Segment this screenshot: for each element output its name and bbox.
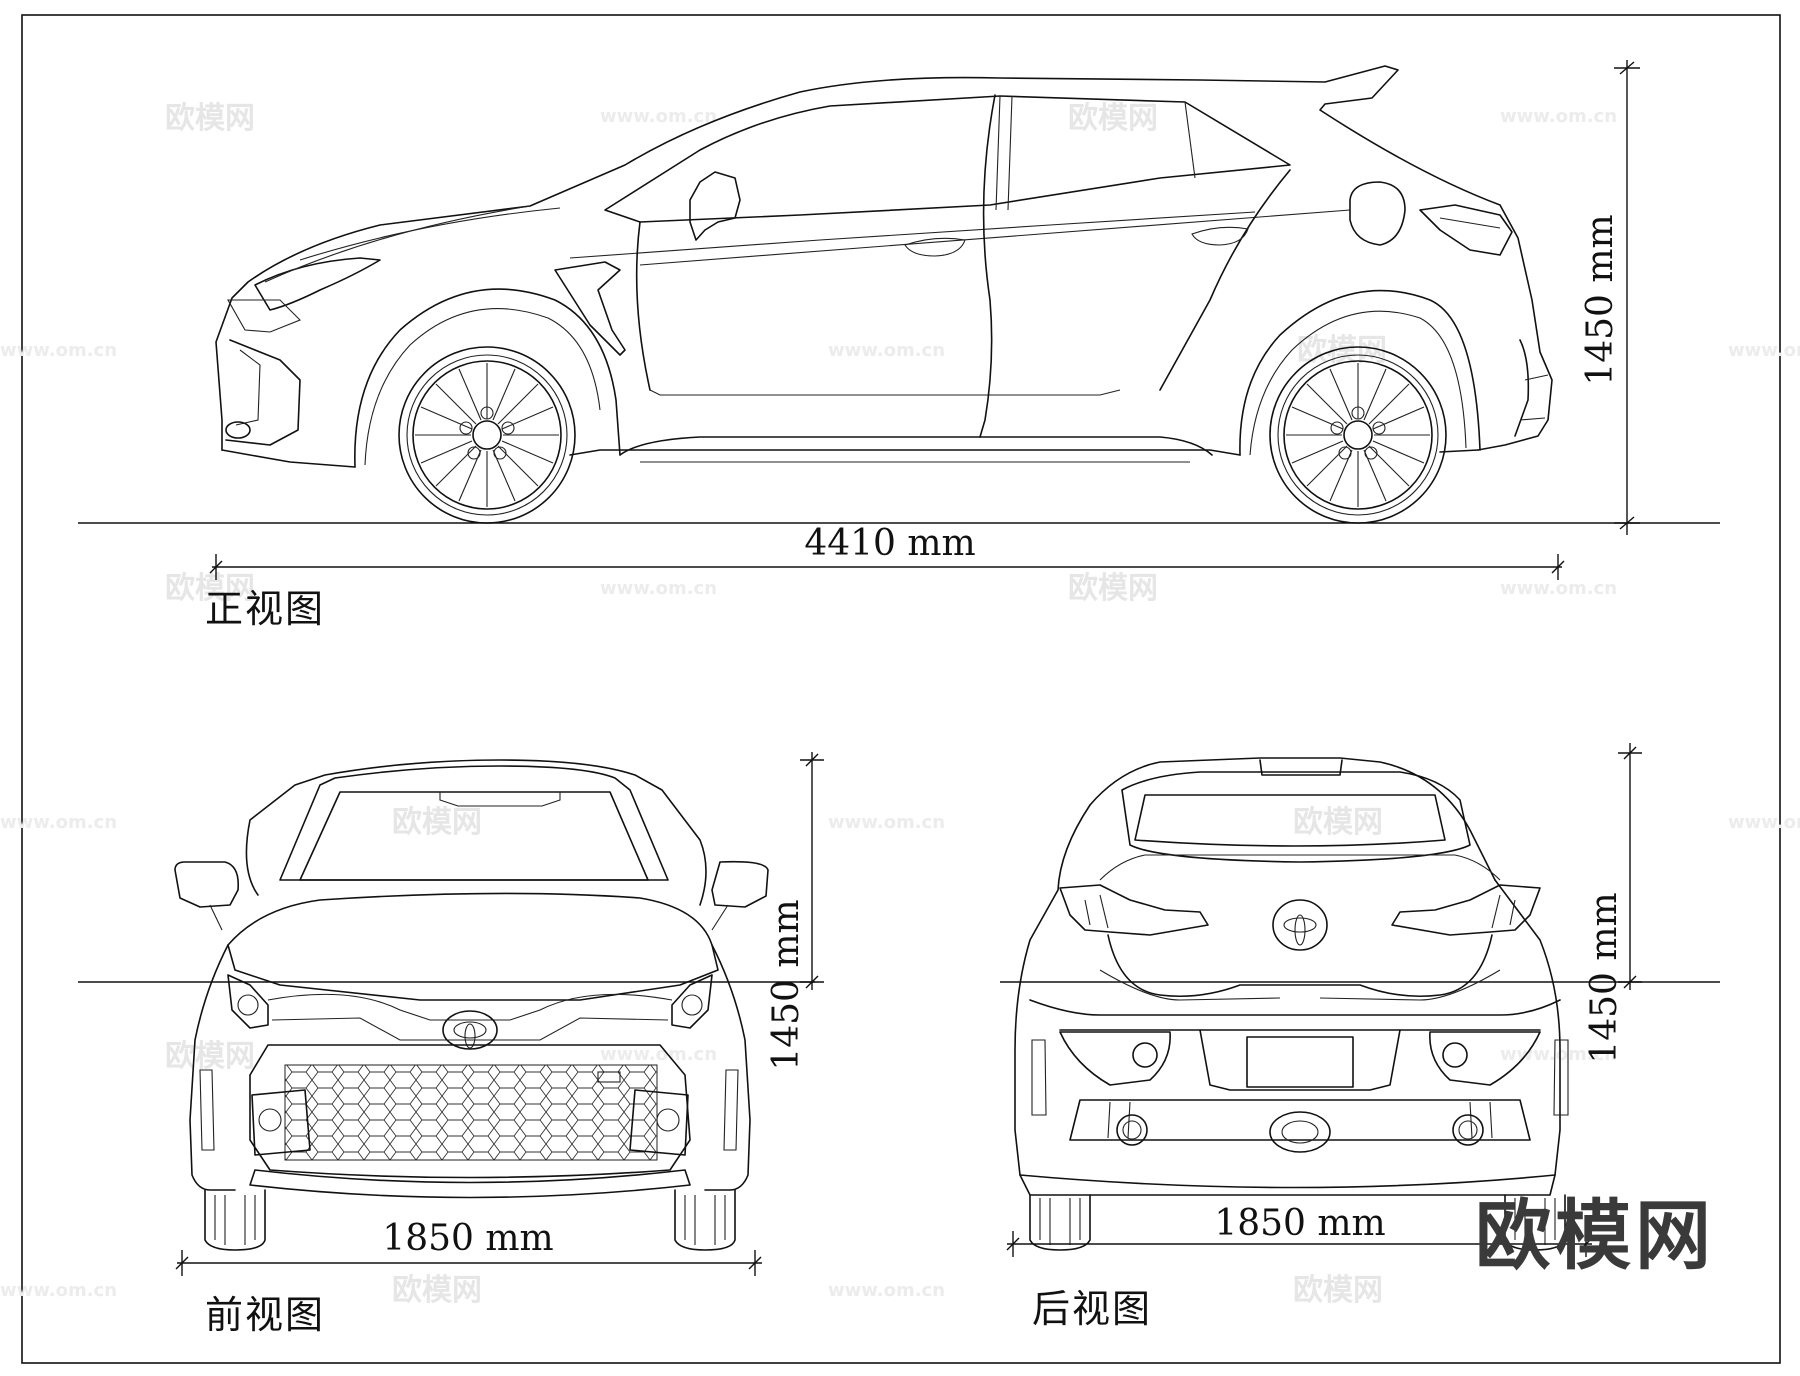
front-height-dimension: 1450 mm — [766, 752, 824, 1071]
svg-text:www.om.cn: www.om.cn — [828, 1280, 945, 1301]
front-width-dimension: 1850 mm — [175, 1218, 762, 1276]
side-view-label: 正视图 — [205, 587, 325, 631]
side-height-label: 1450 mm — [1580, 214, 1621, 385]
svg-text:欧模网: 欧模网 — [1293, 805, 1383, 840]
sheet-border — [21, 14, 1781, 1364]
svg-text:www.om.cn: www.om.cn — [0, 1280, 117, 1301]
svg-text:www.om.cn: www.om.cn — [1728, 812, 1800, 833]
side-front-wheel — [398, 346, 576, 524]
watermark-layer: 欧模网 欧模网 欧模网 欧模网 欧模网 欧模网 欧模网 欧模网 欧模网 欧模网 … — [0, 101, 1800, 1308]
rear-view-label: 后视图 — [1032, 1287, 1152, 1331]
front-car-body — [174, 759, 769, 1251]
rear-width-dimension: 1850 mm — [1006, 1203, 1593, 1257]
svg-text:欧模网: 欧模网 — [392, 1273, 482, 1308]
front-height-label: 1450 mm — [766, 899, 807, 1070]
side-height-dimension: 1450 mm — [1580, 60, 1640, 535]
svg-text:www.om.cn: www.om.cn — [600, 1044, 717, 1065]
svg-text:www.om.cn: www.om.cn — [1728, 340, 1800, 361]
side-car-body — [215, 65, 1553, 468]
svg-text:www.om.cn: www.om.cn — [0, 340, 117, 361]
rear-height-dimension: 1450 mm — [1584, 743, 1642, 1064]
svg-text:欧模网: 欧模网 — [165, 101, 255, 136]
front-view: 1450 mm 1850 mm 前视图 — [78, 752, 824, 1337]
rear-width-label: 1850 mm — [1214, 1203, 1385, 1244]
side-length-dimension: 4410 mm — [209, 523, 1565, 580]
front-view-label: 前视图 — [205, 1293, 325, 1337]
rear-height-label: 1450 mm — [1584, 892, 1625, 1063]
rear-view: 1450 mm 1850 mm 后视图 — [1000, 743, 1720, 1331]
front-width-label: 1850 mm — [382, 1218, 553, 1259]
svg-text:www.om.cn: www.om.cn — [1500, 578, 1617, 599]
svg-text:www.om.cn: www.om.cn — [0, 812, 117, 833]
corner-brand-logo: 欧模网 — [1475, 1191, 1715, 1280]
svg-text:欧模网: 欧模网 — [1068, 101, 1158, 136]
side-length-label: 4410 mm — [804, 523, 975, 564]
side-rear-wheel — [1269, 346, 1447, 524]
rear-car-body — [1014, 757, 1569, 1251]
svg-text:欧模网: 欧模网 — [165, 1039, 255, 1074]
svg-text:欧模网: 欧模网 — [1293, 1273, 1383, 1308]
svg-text:www.om.cn: www.om.cn — [828, 812, 945, 833]
svg-text:欧模网: 欧模网 — [165, 571, 255, 606]
svg-text:www.om.cn: www.om.cn — [1500, 106, 1617, 127]
svg-text:www.om.cn: www.om.cn — [600, 578, 717, 599]
svg-text:欧模网: 欧模网 — [392, 805, 482, 840]
side-view: 1450 mm 4410 mm 正视图 — [78, 60, 1720, 631]
svg-text:www.om.cn: www.om.cn — [828, 340, 945, 361]
svg-text:www.om.cn: www.om.cn — [600, 106, 717, 127]
svg-text:欧模网: 欧模网 — [1068, 571, 1158, 606]
